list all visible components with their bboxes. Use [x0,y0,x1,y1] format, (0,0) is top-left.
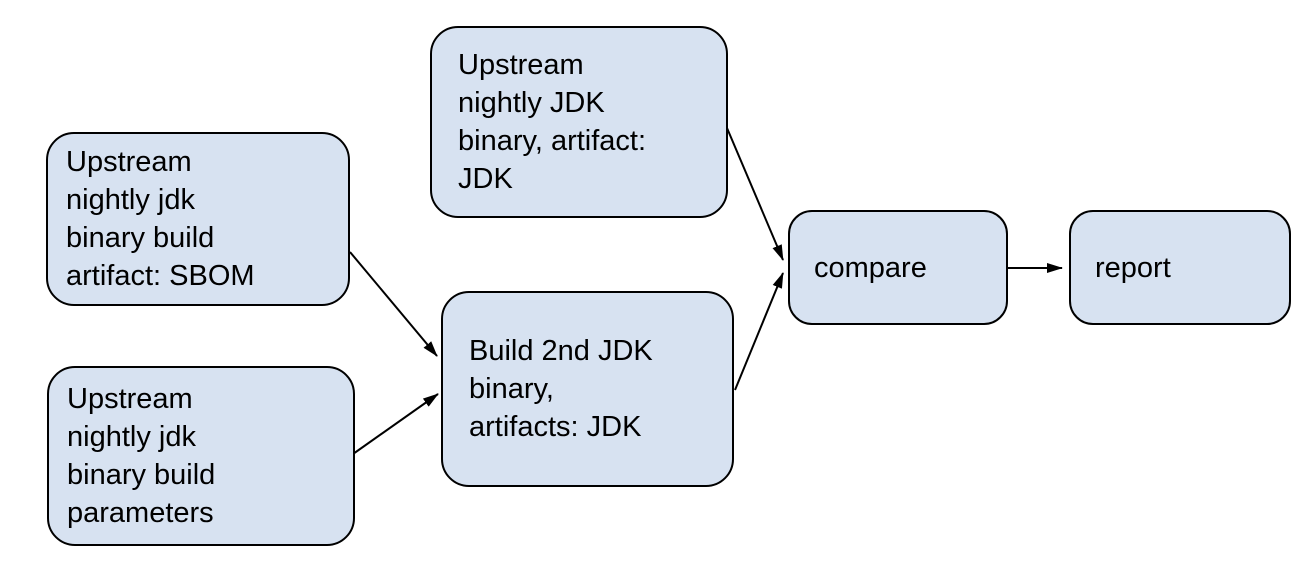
node-build-2nd-jdk: Build 2nd JDK binary, artifacts: JDK [441,291,734,487]
node-build-parameters: Upstream nightly jdk binary build parame… [47,366,355,546]
node-upstream-sbom-label: Upstream nightly jdk binary build artifa… [66,146,255,292]
node-build-2nd-jdk-label: Build 2nd JDK binary, artifacts: JDK [469,335,653,443]
edge-build-parameters-to-build-2nd-jdk [352,393,439,455]
node-compare: compare [788,210,1008,325]
node-report-label: report [1095,251,1171,284]
node-upstream-sbom: Upstream nightly jdk binary build artifa… [46,132,350,306]
node-upstream-jdk-binary-label: Upstream nightly JDK binary, artifact: J… [458,49,647,195]
edge-upstream-sbom-to-build-2nd-jdk [349,251,438,357]
node-upstream-jdk-binary: Upstream nightly JDK binary, artifact: J… [430,26,728,218]
node-build-parameters-label: Upstream nightly jdk binary build parame… [67,383,216,529]
edge-upstream-jdk-binary-to-compare [726,127,784,261]
node-compare-label: compare [814,251,927,284]
edge-build-2nd-jdk-to-compare [734,272,784,391]
node-report: report [1069,210,1291,325]
